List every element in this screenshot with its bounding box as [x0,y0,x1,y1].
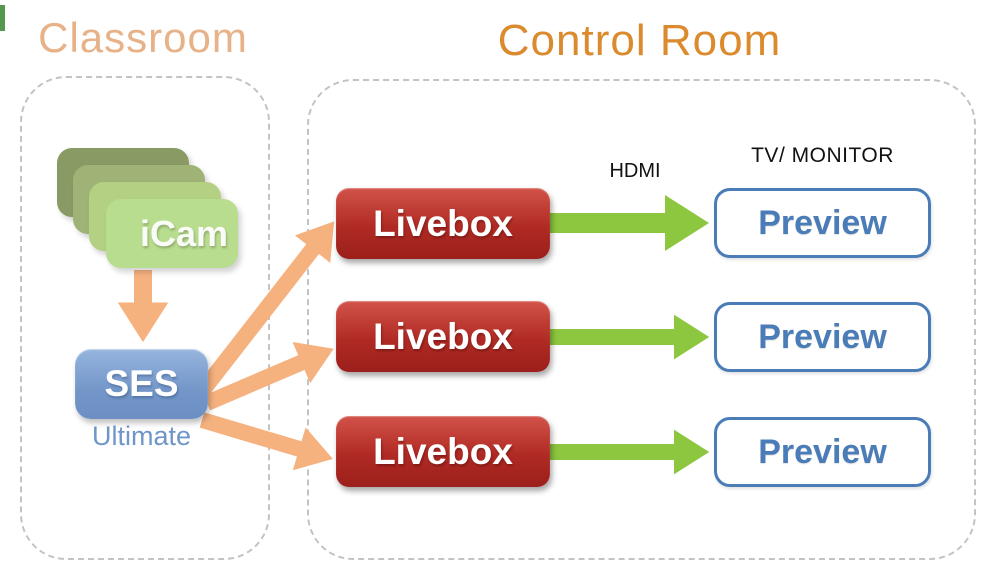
preview-label: Preview [758,203,887,242]
icam-card-front: iCam [106,199,238,268]
ses-sublabel: Ultimate [91,421,192,451]
classroom-title: Classroom [38,14,248,61]
livebox-label: Livebox [373,430,513,472]
preview-node-1: Preview [714,188,931,258]
preview-label: Preview [758,317,887,356]
icam-label: iCam [139,213,229,254]
livebox-label: Livebox [373,202,513,244]
livebox-node-1: Livebox [336,188,550,259]
control-room-title: Control Room [497,16,782,65]
preview-node-3: Preview [714,417,931,487]
hdmi-label: HDMI [609,160,661,182]
livebox-label: Livebox [373,315,513,357]
livebox-node-2: Livebox [336,301,550,372]
tv-monitor-label: TV/ MONITOR [751,144,894,167]
preview-node-2: Preview [714,302,931,372]
edge-artifact [0,5,5,31]
ses-node: SES [75,349,208,419]
ses-label: SES [104,363,179,404]
preview-label: Preview [758,432,887,471]
livebox-node-3: Livebox [336,416,550,487]
